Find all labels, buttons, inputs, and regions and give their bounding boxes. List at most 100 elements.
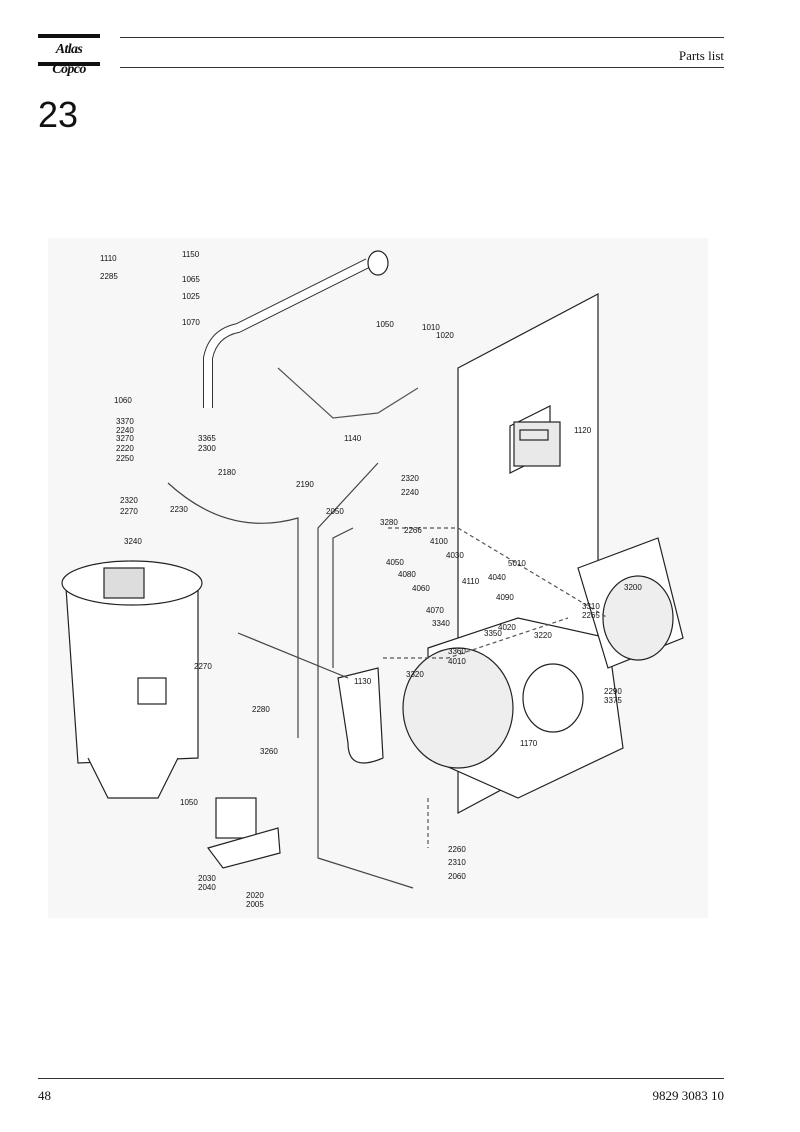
callout-label: 2060 [448,872,466,881]
callout-label: 1120 [574,426,592,435]
callout-label: 1150 [182,250,200,259]
callout-label: 4070 [426,606,444,615]
vessel-cap [103,567,145,599]
callout-label: 2230 [170,505,188,514]
callout-label: 4040 [488,573,506,582]
callout-label: 2300 [198,444,216,453]
callout-label: 1025 [182,292,200,301]
document-number: 9829 3083 10 [652,1088,725,1103]
callout-label: 2005 [246,900,264,909]
callout-label: 4050 [386,558,404,567]
callout-label: 2310 [448,858,466,867]
callout-label: 2040 [198,883,216,892]
callout-label: 2266 [404,526,422,535]
callout-label: 2190 [296,480,314,489]
callout-label: 2320 [120,496,138,505]
logo-bottom-bar [38,62,100,66]
callout-label: 2240 [401,488,419,497]
callout-label: 1010 [422,323,440,332]
hose-2190 [317,462,414,889]
callout-label: 2260 [448,845,466,854]
callout-label: 3260 [260,747,278,756]
callout-label: 3220 [534,631,552,640]
callout-label: 2020 [246,891,264,900]
diagram-drawing [61,250,684,889]
callout-label: 3310 [582,602,600,611]
callout-label: 2030 [198,874,216,883]
callout-label: 1140 [344,434,362,443]
callout-label: 1060 [114,396,132,405]
callout-label: 5010 [508,559,526,568]
callout-label: 4090 [496,593,514,602]
dashed-leaders [383,527,609,848]
controller-screen [519,429,549,441]
callout-label: 4020 [498,623,516,632]
callout-label: 4010 [448,657,466,666]
callout-label: 3240 [124,537,142,546]
pipe-flange [367,250,389,276]
callout-label: 4060 [412,584,430,593]
wiring-harness [277,367,419,419]
callout-label: 2240 [116,426,134,435]
logo-top-bar [38,34,100,38]
intake-pipe [203,258,371,408]
callout-label: 1065 [182,275,200,284]
callout-label: 1020 [436,331,454,340]
atlas-copco-logo: Atlas Copco [38,34,100,77]
callout-label: 3375 [604,696,622,705]
footer-rule [38,1078,724,1079]
callout-label: 2270 [120,507,138,516]
valve-housing [206,827,281,869]
callout-label: 3280 [380,518,398,527]
callout-label: 1050 [376,320,394,329]
callout-label: 4080 [398,570,416,579]
callout-label: 4110 [462,577,480,586]
callout-label: 2285 [100,272,118,281]
callout-label: 1170 [520,739,538,748]
callout-label: 3370 [116,417,134,426]
callout-label: 3200 [624,583,642,592]
callout-label: 3360 [448,647,466,656]
callout-label: 1070 [182,318,200,327]
logo-text: Atlas Copco [52,42,86,77]
page-number: 48 [38,1088,51,1103]
section-number: 23 [38,94,79,135]
callout-label: 1050 [180,798,198,807]
callout-label: 2180 [218,468,236,477]
hose-2050 [332,527,354,668]
header-rule-bottom [120,67,724,68]
callout-label: 3320 [406,670,424,679]
callout-label: 4100 [430,537,448,546]
flange-opening [602,575,674,661]
callout-label: 2320 [401,474,419,483]
header-title: Parts list [678,48,724,63]
hose-2180 [167,482,299,738]
hose-lower [237,632,349,679]
callout-label: 3350 [484,629,502,638]
callout-label: 3270 [116,434,134,443]
callout-label: 3365 [198,434,216,443]
callout-label: 1130 [354,677,372,686]
callout-label: 2265 [582,611,600,620]
element-port [522,663,584,733]
callout-label: 2280 [252,705,270,714]
vessel-port [137,677,167,705]
unloader-pipe [337,667,384,764]
gearbox-housing [402,647,514,769]
callout-label: 2250 [116,454,134,463]
callout-label: 2050 [326,507,344,516]
callout-label: 2290 [604,687,622,696]
callout-label: 2270 [194,662,212,671]
callout-label: 3340 [432,619,450,628]
callout-label: 1110 [100,254,117,263]
valve-body [215,797,257,839]
callout-label: 2220 [116,444,134,453]
separator-vessel [65,577,199,764]
vessel-base [87,757,179,799]
intake-pipe-inner [204,259,370,408]
callout-label: 4030 [446,551,464,560]
controller-display [513,421,561,467]
